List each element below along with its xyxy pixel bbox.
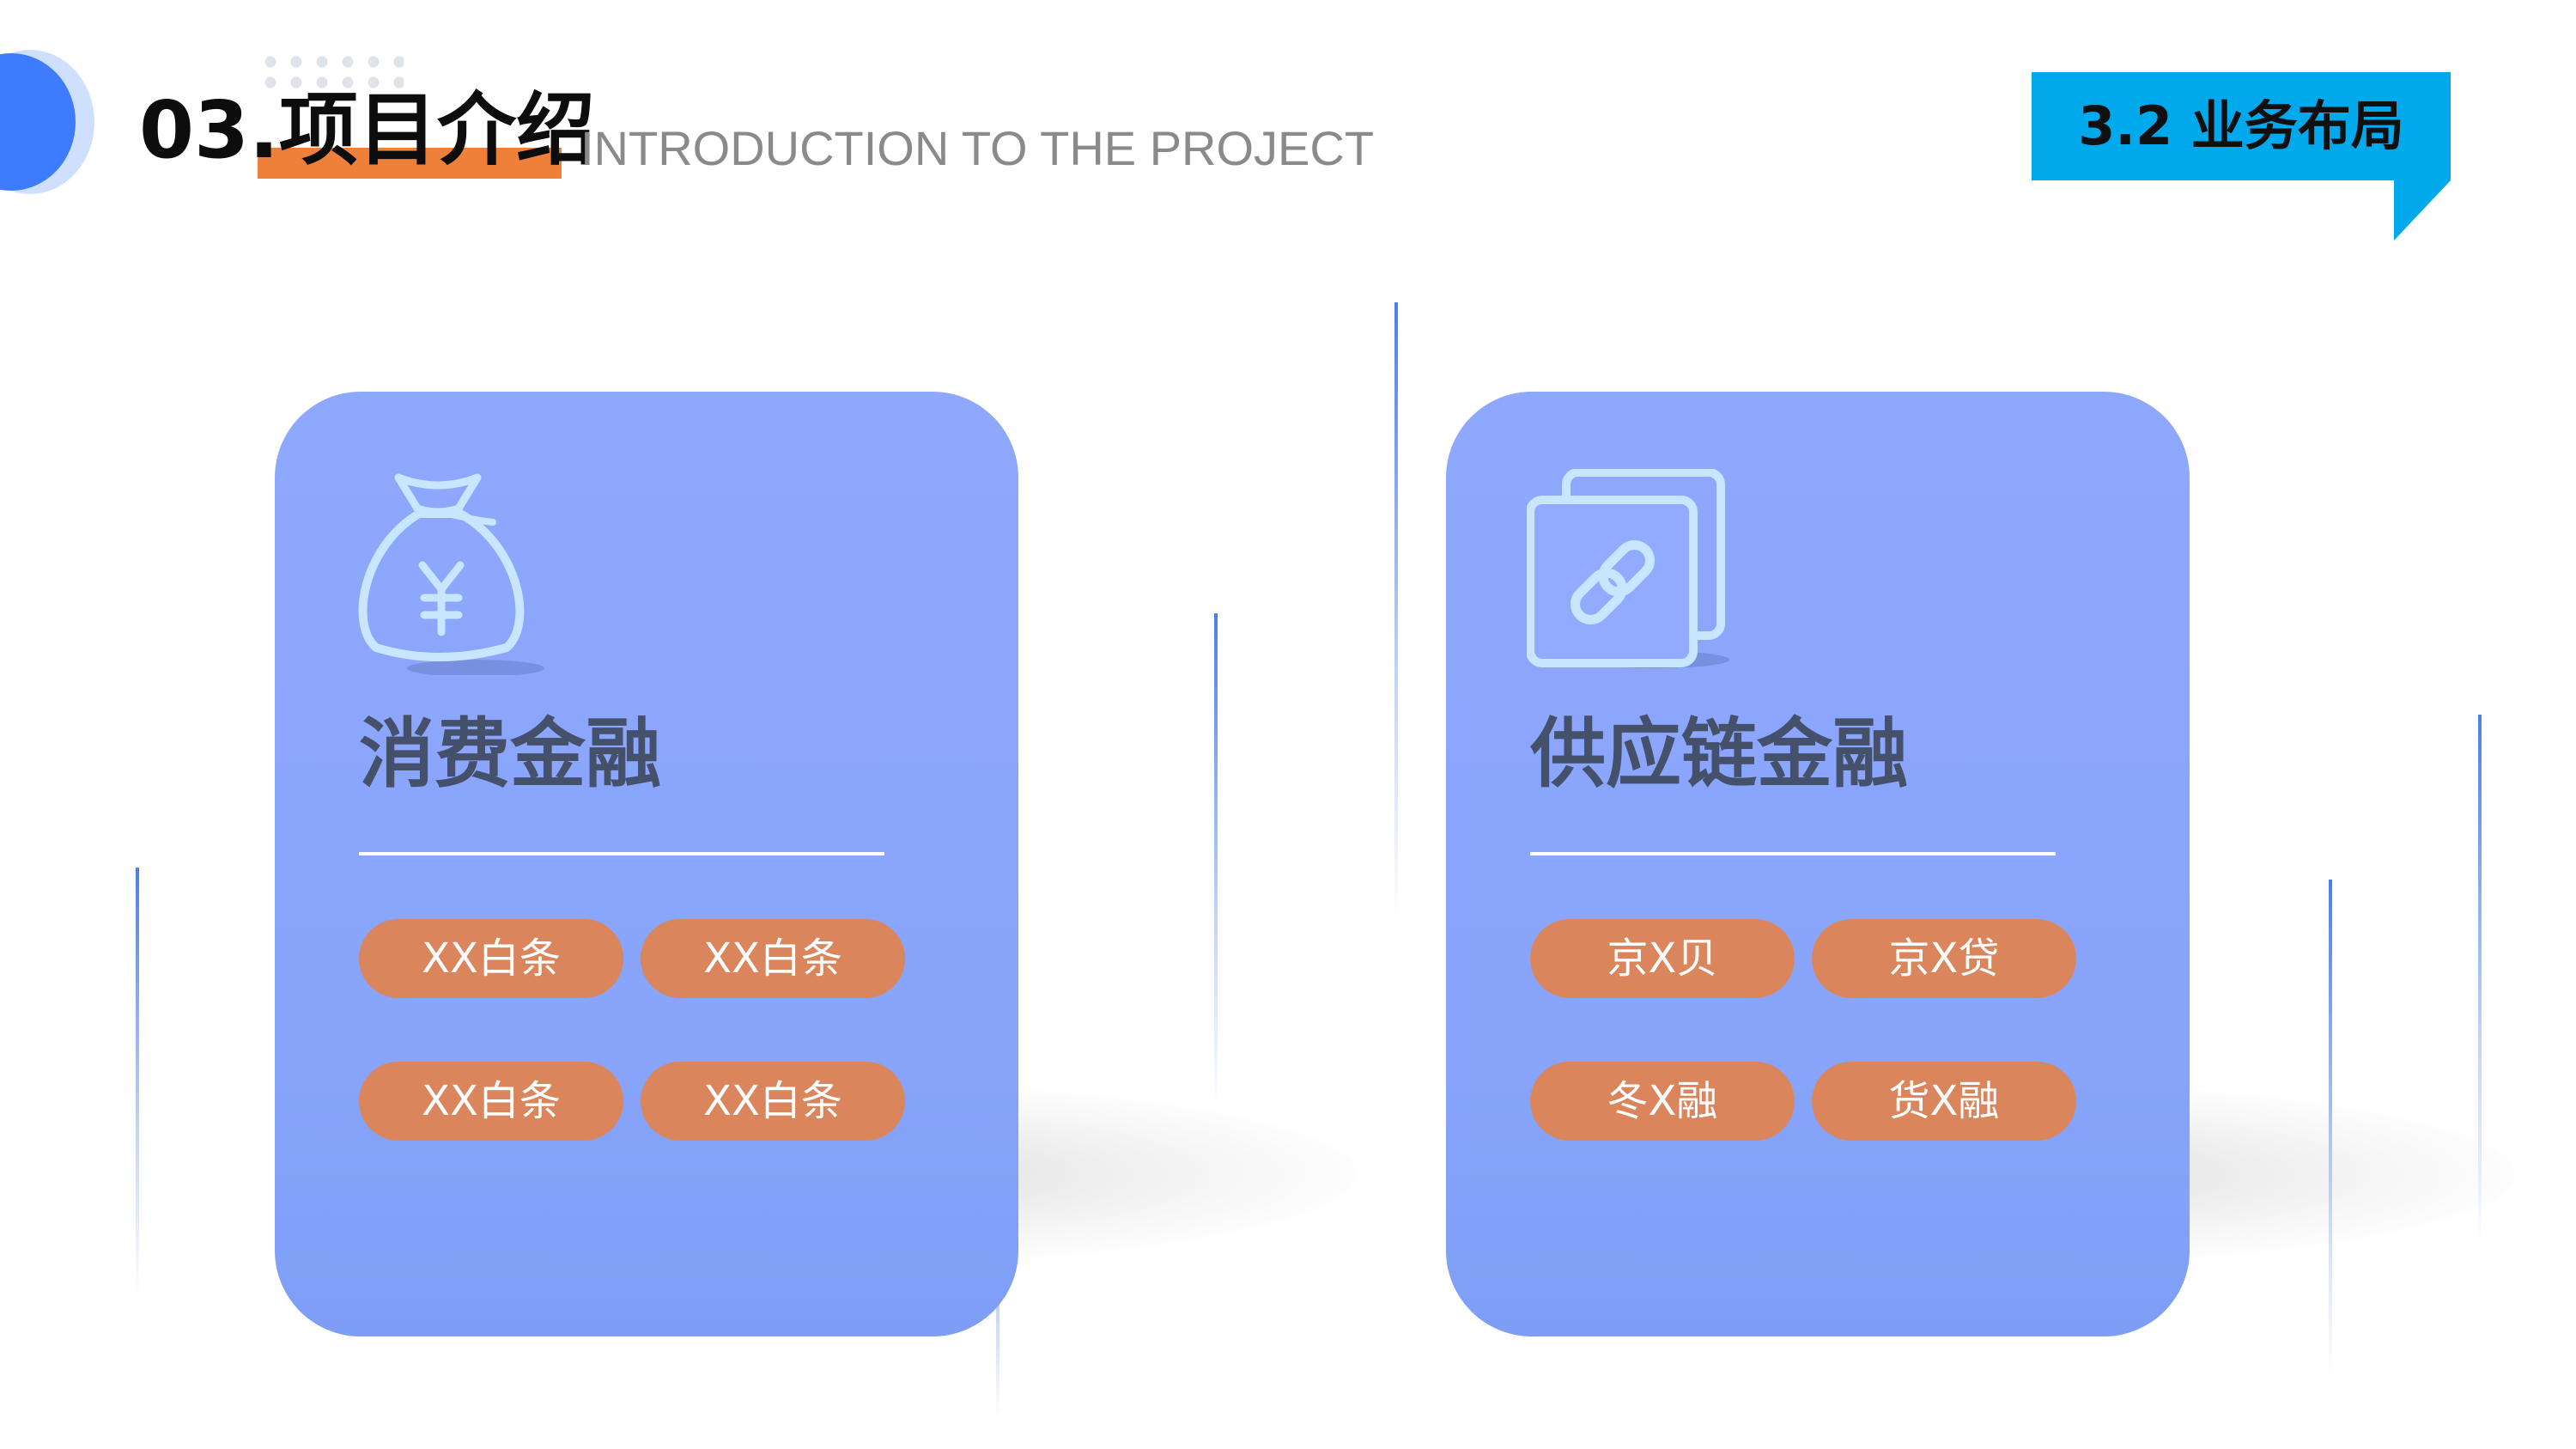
deco-line <box>1394 302 1398 921</box>
business-card-consumer-finance: 消费金融 XX白条 XX白条 XX白条 XX白条 <box>275 392 1018 1336</box>
card-divider <box>359 852 884 855</box>
section-tag-fold <box>2394 180 2451 240</box>
deco-line <box>1214 613 1218 1111</box>
product-tag: 冬X融 <box>1530 1062 1795 1141</box>
product-tag: XX白条 <box>641 1062 905 1141</box>
dot-grid-decoration <box>258 52 404 94</box>
product-tag-list: XX白条 XX白条 XX白条 XX白条 <box>359 919 917 1141</box>
deco-line <box>136 868 139 1297</box>
product-tag: 京X贷 <box>1812 919 2076 998</box>
product-tag: 京X贝 <box>1530 919 1795 998</box>
deco-line <box>2329 880 2332 1378</box>
deco-line <box>2478 715 2482 1247</box>
link-chain-icon <box>1526 468 1733 675</box>
product-tag: XX白条 <box>359 919 623 998</box>
product-tag: XX白条 <box>641 919 905 998</box>
title-highlight-bar <box>258 148 562 179</box>
product-tag: 货X融 <box>1812 1062 2076 1141</box>
page-title: 03.项目介绍 <box>139 84 595 176</box>
product-tag: XX白条 <box>359 1062 623 1141</box>
card-title: 消费金融 <box>359 709 662 798</box>
page-subtitle: INTRODUCTION TO THE PROJECT <box>580 121 1375 175</box>
business-card-supply-chain-finance: 供应链金融 京X贝 京X贷 冬X融 货X融 <box>1446 392 2190 1336</box>
product-tag-list: 京X贝 京X贷 冬X融 货X融 <box>1530 919 2088 1141</box>
money-bag-yen-icon <box>355 469 562 677</box>
card-divider <box>1530 852 2056 855</box>
card-title: 供应链金融 <box>1530 709 1909 798</box>
section-tag: 3.2 业务布局 <box>2032 72 2451 180</box>
